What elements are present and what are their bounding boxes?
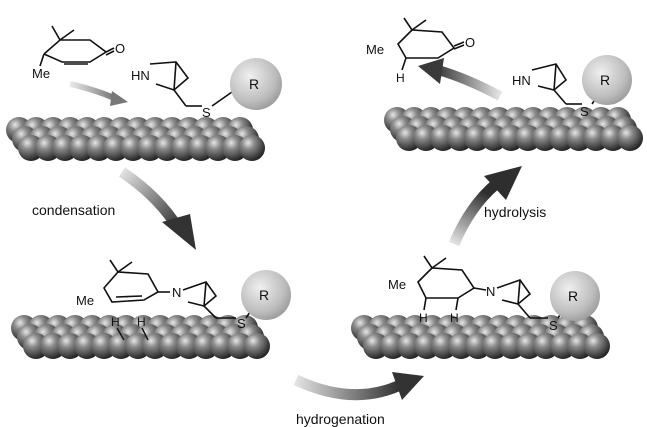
approach-arrow xyxy=(69,81,116,101)
oxygen-label: O xyxy=(115,41,125,56)
sulfur-label-4: S xyxy=(580,104,589,119)
r-group-ball-3 xyxy=(550,271,600,321)
surface-atom xyxy=(584,333,610,359)
pyrrolidine-catalyst-1 xyxy=(149,61,233,107)
hydrogenation-label: hydrogenation xyxy=(296,411,385,427)
surface-atom xyxy=(244,333,270,359)
r-group-ball-2 xyxy=(241,270,291,320)
surface-top-left xyxy=(6,117,265,161)
saturated-enamine-molecule xyxy=(417,255,487,311)
methyl-label-2: Me xyxy=(76,293,94,308)
methyl-label-4: Me xyxy=(366,42,384,57)
enone-molecule xyxy=(39,25,115,67)
hydrogen-label-5: H xyxy=(396,71,405,85)
enamine-molecule xyxy=(103,259,170,303)
sulfur-label-3: S xyxy=(549,318,558,333)
condensation-arrow-head xyxy=(162,214,196,250)
r-group-label-2: R xyxy=(259,287,269,303)
hydrogen-label-1: H xyxy=(111,315,120,329)
condensation-label: condensation xyxy=(32,202,115,218)
surface-atom xyxy=(617,125,643,151)
r-group-label: R xyxy=(249,76,259,92)
r-group-ball xyxy=(230,58,282,110)
amine-label-2: HN xyxy=(512,73,531,88)
ketone-product-molecule xyxy=(397,17,465,71)
condensation-arrow xyxy=(118,167,183,231)
release-arrow xyxy=(436,65,503,101)
nitrogen-label-2: N xyxy=(486,284,495,299)
r-group-label-4: R xyxy=(600,72,610,88)
methyl-label: Me xyxy=(32,66,50,81)
sulfur-label: S xyxy=(202,105,211,120)
hydrogen-label-2: H xyxy=(137,315,146,329)
surface-top-right xyxy=(384,107,643,151)
nitrogen-label: N xyxy=(172,285,181,300)
surface-bottom-left xyxy=(11,315,270,359)
sulfur-label-2: S xyxy=(237,316,246,331)
hydrogenation-arrow-head xyxy=(392,372,424,400)
methyl-label-3: Me xyxy=(388,277,406,292)
hydrolysis-arrow xyxy=(448,179,500,247)
hydrogen-label-4: H xyxy=(450,311,459,325)
release-arrow-head xyxy=(418,58,444,84)
hydrogenation-arrow xyxy=(293,374,401,401)
hydrolysis-arrow-head xyxy=(484,166,522,200)
oxygen-label-2: O xyxy=(465,35,475,50)
r-group-ball-4 xyxy=(582,55,632,105)
surface-hydrogens xyxy=(116,327,149,341)
hydrogen-label-3: H xyxy=(419,311,428,325)
surface-atom xyxy=(239,135,265,161)
amine-label: HN xyxy=(131,68,150,83)
r-group-label-3: R xyxy=(568,288,578,304)
surface-bottom-right xyxy=(351,315,610,359)
hydrolysis-label: hydrolysis xyxy=(484,204,546,220)
approach-arrow-head xyxy=(110,91,128,106)
